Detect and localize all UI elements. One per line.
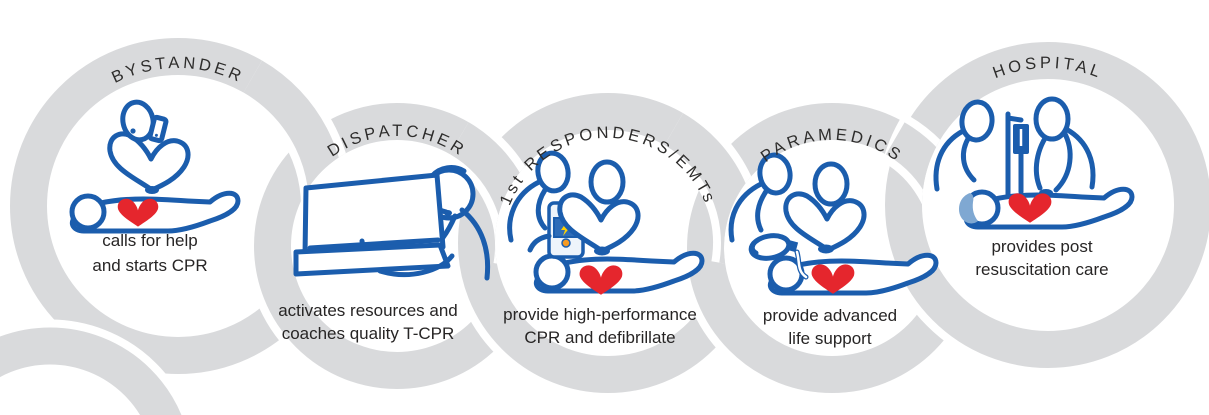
cooling-cap-icon — [959, 193, 978, 224]
paramedic2-arms — [783, 191, 867, 253]
clinician2-head — [1033, 96, 1071, 142]
paramedic1-arm — [755, 187, 770, 233]
airway-tube-highlight — [795, 250, 808, 279]
clinician2-arm-right — [1053, 129, 1073, 193]
weave-dispatcher-over-responders — [445, 115, 548, 273]
responder2-head — [588, 159, 626, 205]
weave-paramedics-over-hospital — [881, 115, 985, 262]
phone-icon — [147, 114, 169, 144]
paramedic2-head — [812, 161, 850, 207]
iv-hook — [1005, 115, 1024, 123]
responders-aed-cpr-icon — [507, 150, 702, 295]
headset-mic-icon — [444, 210, 452, 216]
dispatcher-computer-headset-icon — [293, 165, 491, 281]
hospital-iv-post-resuscitation-icon — [933, 96, 1132, 227]
paramedics-airway-bvm-icon — [728, 152, 936, 294]
monitor-bezel-line — [307, 237, 441, 251]
link-caption-line: and starts CPR — [92, 256, 207, 275]
link-ring-hospital — [885, 42, 1209, 368]
link-caption-line: provides post — [991, 237, 1092, 256]
link-caption-line: life support — [788, 329, 871, 348]
aed-cable — [527, 233, 552, 253]
weave-responders-over-paramedics — [659, 106, 766, 271]
bystander-phone-cpr-icon — [72, 99, 238, 231]
dispatcher-back — [459, 207, 491, 281]
phantom-link-ring — [0, 327, 182, 415]
responder2-hands — [594, 246, 610, 256]
clinician2-back — [1063, 126, 1096, 190]
paramedic1-back — [728, 181, 764, 243]
chain-link-hospital: HOSPITAL provides post resuscitation car… — [933, 54, 1132, 279]
bvm-valve-icon — [785, 239, 799, 253]
link-caption-line: CPR and defibrillate — [524, 328, 675, 347]
rescuer-hands — [145, 186, 159, 194]
aed-button-icon — [561, 238, 571, 248]
bvm-bag-endcap — [749, 240, 759, 256]
paramedic2-hands — [818, 244, 834, 254]
responder1-arm — [535, 187, 548, 231]
keyboard-icon — [293, 242, 451, 277]
link-caption-line: coaches quality T-CPR — [282, 324, 455, 343]
link-caption-line: provide advanced — [763, 306, 897, 325]
paramedic1-head — [757, 152, 793, 196]
link-caption-line: activates resources and — [278, 301, 458, 320]
link-caption-line: provide high-performance — [503, 305, 697, 324]
rescuer-arms — [107, 131, 191, 193]
link-caption-line: resuscitation care — [975, 260, 1108, 279]
responder2-arms — [557, 192, 641, 254]
rescuer-ear-dot — [130, 128, 136, 134]
responder1-head — [535, 150, 571, 194]
responder1-back — [507, 179, 542, 243]
clinician1-head — [959, 99, 995, 143]
link-caption-line: calls for help — [102, 231, 197, 250]
clinician1-back — [933, 128, 966, 192]
clinician1-arm — [960, 134, 977, 183]
headset-cable — [377, 253, 455, 278]
